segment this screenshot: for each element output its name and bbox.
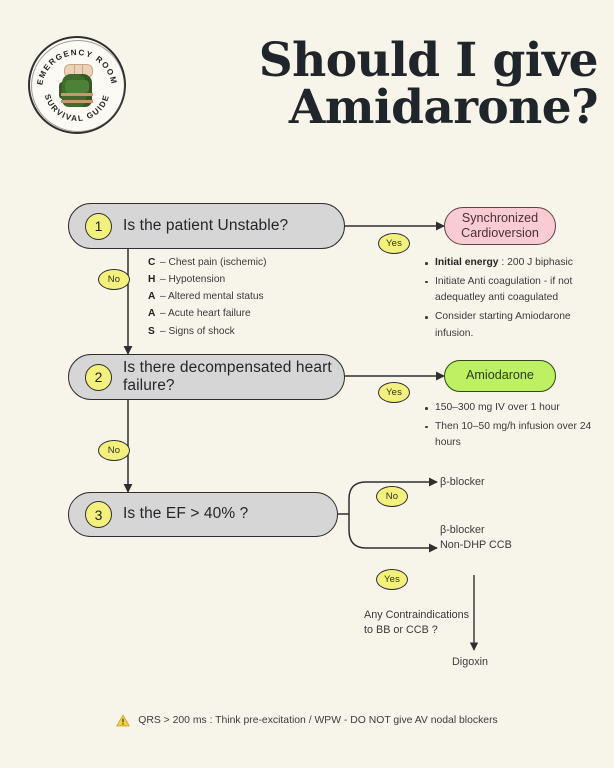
list-item: H– Hypotension bbox=[148, 271, 266, 288]
mnemonic-text: Signs of shock bbox=[168, 325, 235, 337]
mnemonic-dash: – bbox=[160, 325, 166, 337]
branch-label-step3-yes: Yes bbox=[376, 569, 408, 590]
question-3-text: Is the EF > 40% ? bbox=[123, 505, 249, 523]
question-box-3[interactable]: 3 Is the EF > 40% ? bbox=[68, 492, 338, 537]
warning-triangle-icon bbox=[116, 714, 130, 727]
backpack-strap-upper bbox=[61, 93, 93, 97]
list-item: C– Chest pain (ischemic) bbox=[148, 254, 266, 271]
outcome-amiodarone[interactable]: Amiodarone bbox=[444, 360, 556, 392]
list-item: Then 10–50 mg/h infusion over 24 hours bbox=[424, 419, 602, 452]
page-title: Should I give Amidarone? bbox=[242, 37, 599, 135]
outcome-digoxin: Digoxin bbox=[452, 656, 489, 668]
question-2-number: 2 bbox=[85, 363, 112, 391]
mnemonic-dash: – bbox=[160, 257, 166, 268]
branch-label-step2-no: No bbox=[98, 440, 130, 461]
question-1-text: Is the patient Unstable? bbox=[123, 216, 289, 234]
mnemonic-letter: S bbox=[148, 325, 155, 337]
question-box-1[interactable]: 1 Is the patient Unstable? bbox=[68, 203, 345, 249]
question-1-number: 1 bbox=[85, 212, 112, 240]
wire-step3-yes bbox=[348, 514, 438, 553]
outcome-line1: β-blocker bbox=[440, 524, 485, 536]
contraindication-line2: to BB or CCB ? bbox=[364, 624, 438, 637]
list-item: A– Acute heart failure bbox=[148, 305, 266, 322]
list-item: Initial energy : 200 J biphasic bbox=[424, 255, 602, 272]
list-item: Consider starting Amiodarone infusion. bbox=[424, 309, 602, 342]
brand-logo-badge: EMERGENCY ROOM SURVIVAL GUIDE bbox=[28, 36, 126, 134]
question-2-text: Is there decompensated heart failure? bbox=[123, 358, 332, 394]
bullet-text: Consider starting Amiodarone infusion. bbox=[435, 311, 571, 339]
page-title-line1: Should I give bbox=[258, 33, 599, 88]
outcome-synchronized-cardioversion[interactable]: Synchronized Cardioversion bbox=[444, 207, 556, 245]
question-3-number: 3 bbox=[85, 501, 112, 528]
branch-label-step1-yes: Yes bbox=[378, 233, 410, 254]
unstable-criteria-list: C– Chest pain (ischemic) H– Hypotension … bbox=[148, 254, 266, 340]
contraindication-note: Any Contraindications to BB or CCB ? bbox=[364, 608, 469, 639]
outcome-label-line2: Cardioversion bbox=[461, 226, 539, 240]
mnemonic-text: Hypotension bbox=[168, 274, 226, 286]
bullet-bold-label: Initial energy bbox=[435, 257, 499, 268]
contraindication-line1: Any Contraindications bbox=[364, 609, 470, 621]
mnemonic-letter: C bbox=[148, 257, 156, 268]
mnemonic-letter: A bbox=[148, 308, 156, 320]
outcome-label-line1: Amiodarone bbox=[466, 368, 534, 383]
branch-label-step3-no: No bbox=[376, 486, 408, 507]
backpack-icon bbox=[59, 62, 95, 108]
outcome-beta-blocker-ccb-yes-branch: β-blocker Non-DHP CCB bbox=[440, 523, 512, 554]
backpack-flap bbox=[65, 80, 89, 93]
list-item: S– Signs of shock bbox=[148, 323, 266, 340]
mnemonic-dash: – bbox=[160, 274, 166, 286]
cardioversion-detail-bullets: Initial energy : 200 J biphasic Initiate… bbox=[424, 255, 602, 344]
list-item: Initiate Anti coagulation - if not adequ… bbox=[424, 274, 602, 307]
mnemonic-dash: – bbox=[160, 291, 166, 303]
mnemonic-text: Chest pain (ischemic) bbox=[168, 257, 267, 268]
mnemonic-letter: H bbox=[148, 274, 156, 286]
bullet-text: : 200 J biphasic bbox=[498, 257, 573, 268]
question-box-2[interactable]: 2 Is there decompensated heart failure? bbox=[68, 354, 345, 400]
bullet-text: 150–300 mg IV over 1 hour bbox=[435, 402, 560, 413]
branch-label-step1-no: No bbox=[98, 269, 130, 290]
outcome-line2: Non-DHP CCB bbox=[440, 539, 512, 552]
page-title-line2: Amidarone? bbox=[288, 79, 599, 135]
outcome-label-line1: Synchronized bbox=[461, 210, 539, 225]
list-item: A– Altered mental status bbox=[148, 288, 266, 305]
bullet-text: Initiate Anti coagulation - if not adequ… bbox=[435, 275, 573, 304]
outcome-beta-blocker-no-branch: β-blocker bbox=[440, 476, 485, 488]
bullet-text: Then 10–50 mg/h infusion over 24 hours bbox=[435, 420, 592, 449]
backpack-strap-lower bbox=[61, 100, 93, 104]
logo-inner-ring bbox=[31, 40, 125, 132]
mnemonic-text: Altered mental status bbox=[167, 291, 264, 303]
mnemonic-letter: A bbox=[148, 291, 156, 303]
branch-label-step2-yes: Yes bbox=[378, 382, 410, 403]
mnemonic-text: Acute heart failure bbox=[167, 308, 251, 320]
footer-warning-text: QRS > 200 ms : Think pre-excitation / WP… bbox=[138, 715, 498, 726]
mnemonic-dash: – bbox=[160, 308, 166, 320]
footer-warning: QRS > 200 ms : Think pre-excitation / WP… bbox=[0, 714, 614, 727]
amiodarone-detail-bullets: 150–300 mg IV over 1 hour Then 10–50 mg/… bbox=[424, 400, 602, 454]
list-item: 150–300 mg IV over 1 hour bbox=[424, 400, 602, 417]
